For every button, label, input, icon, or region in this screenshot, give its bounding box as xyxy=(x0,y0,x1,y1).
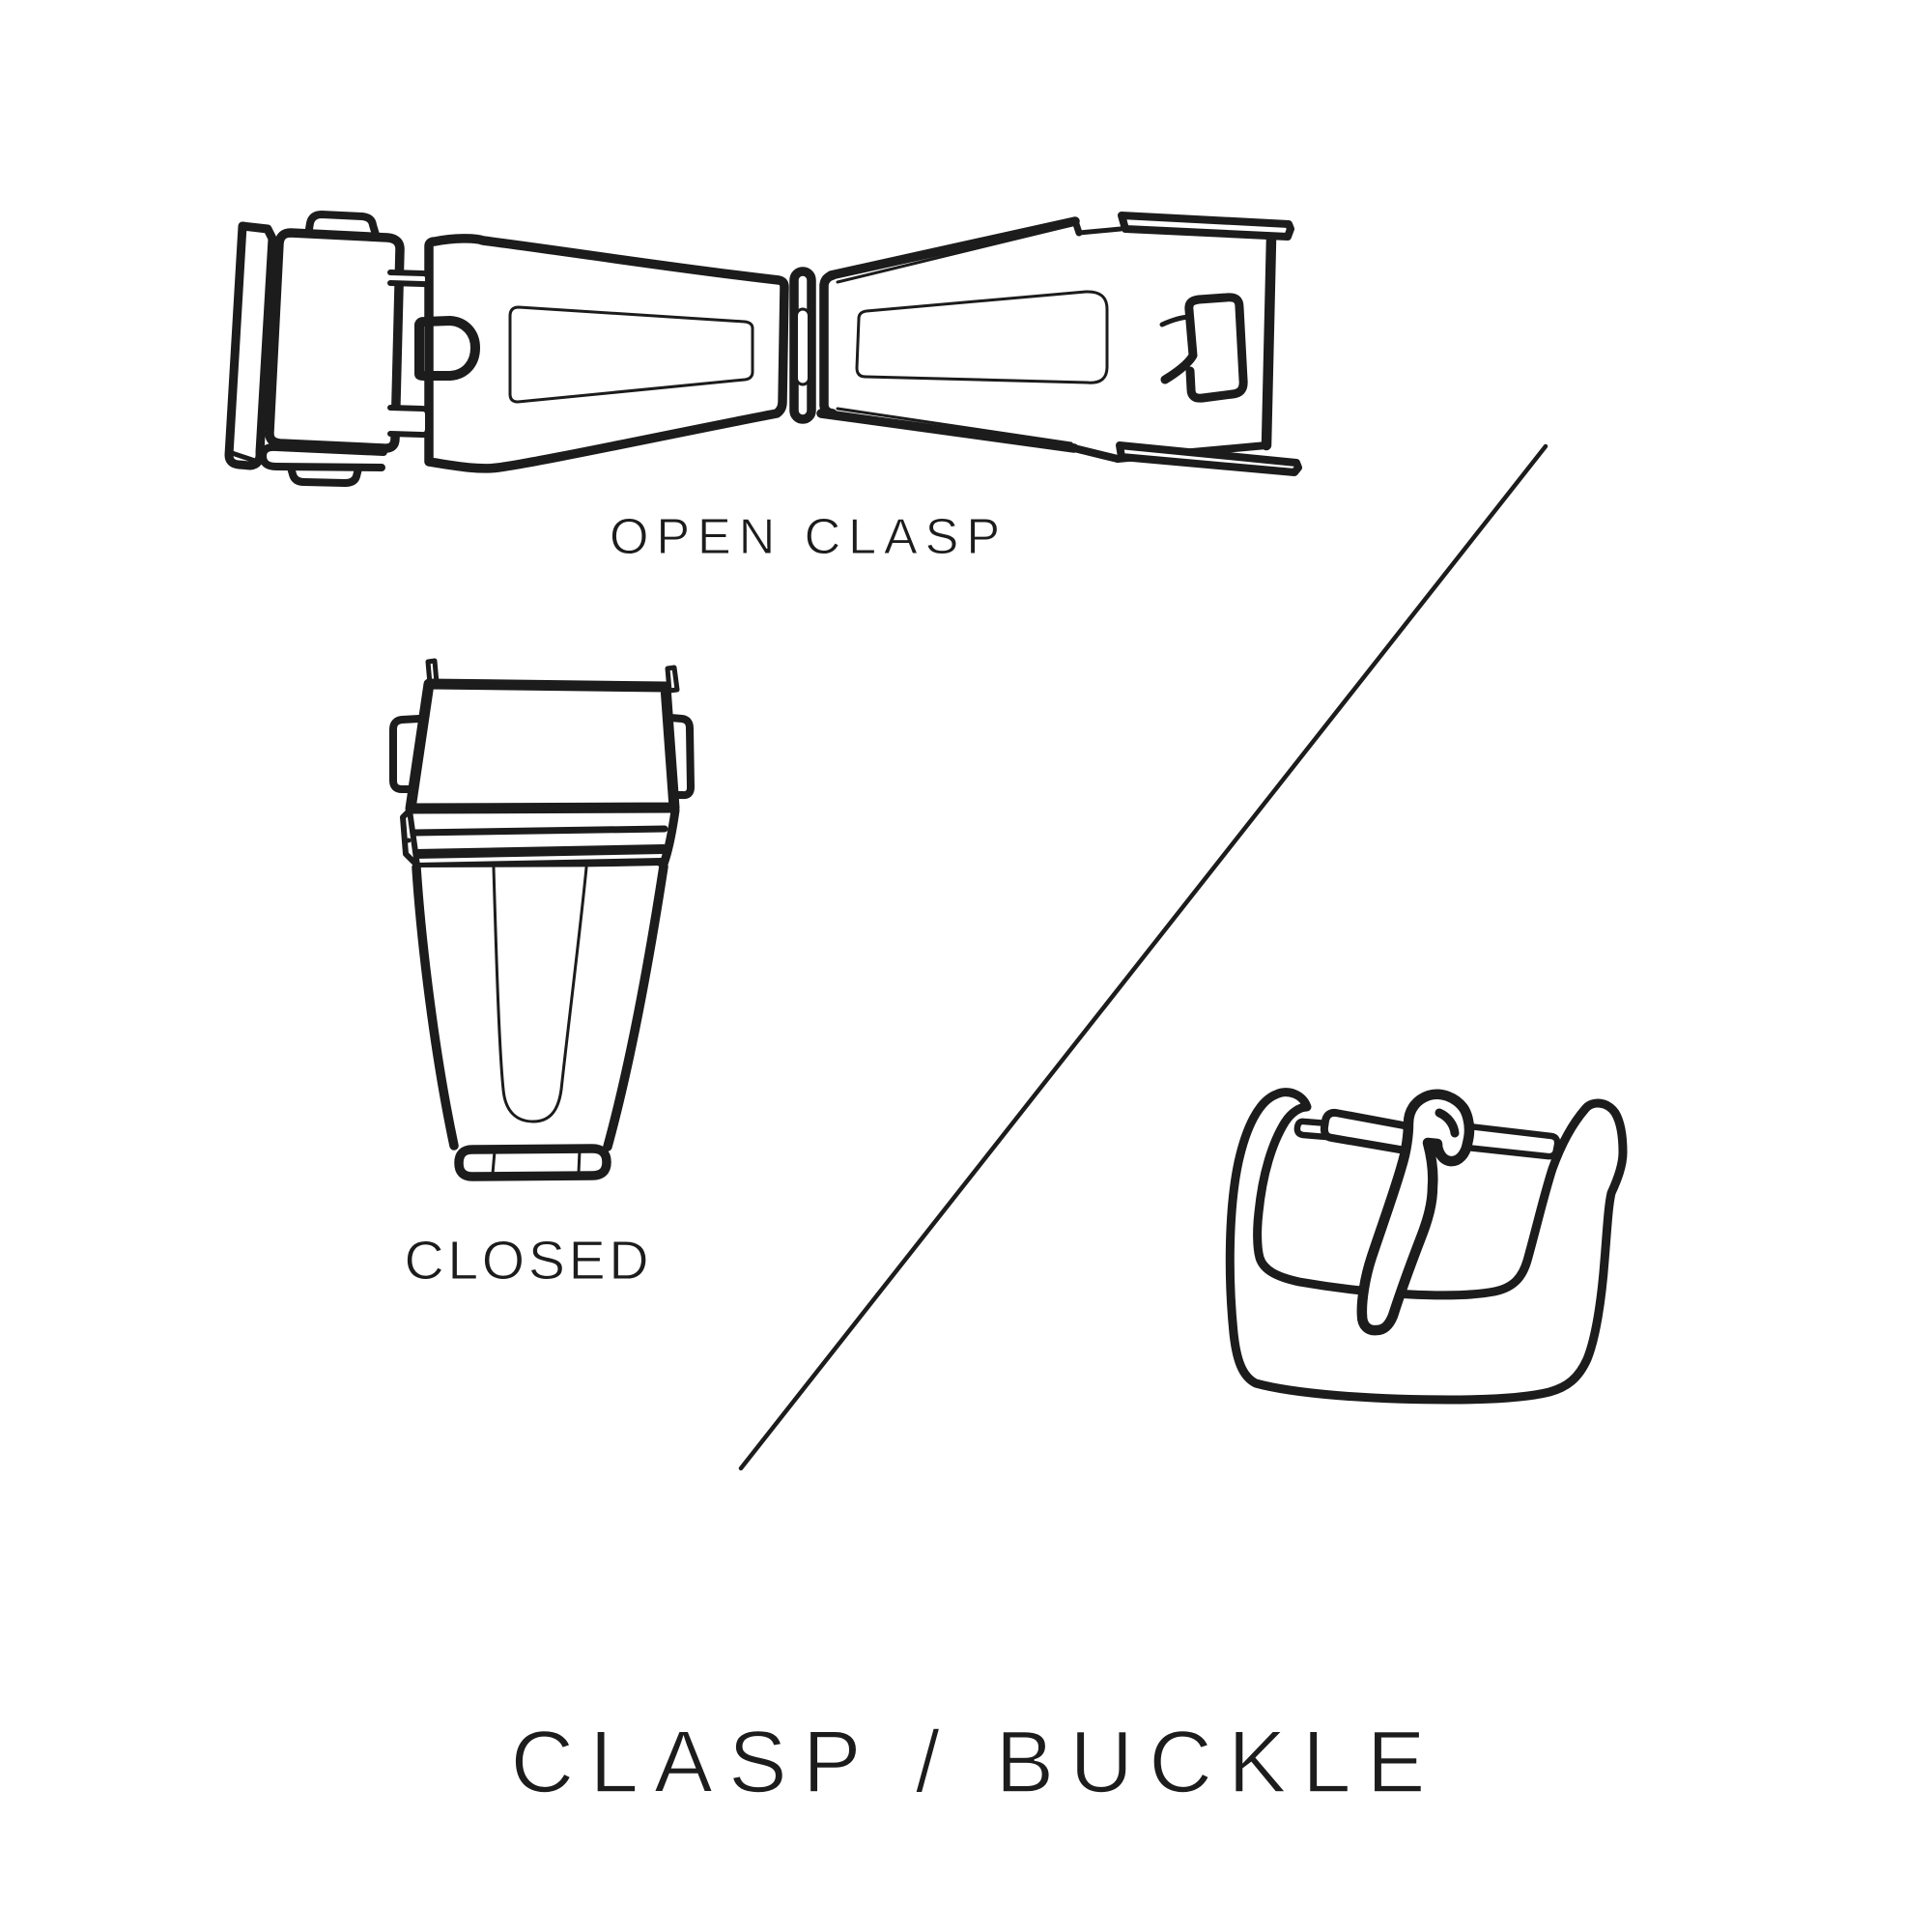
svg-text:CLASP / BUCKLE: CLASP / BUCKLE xyxy=(511,1714,1426,1811)
svg-text:OPEN CLASP: OPEN CLASP xyxy=(610,509,1000,565)
